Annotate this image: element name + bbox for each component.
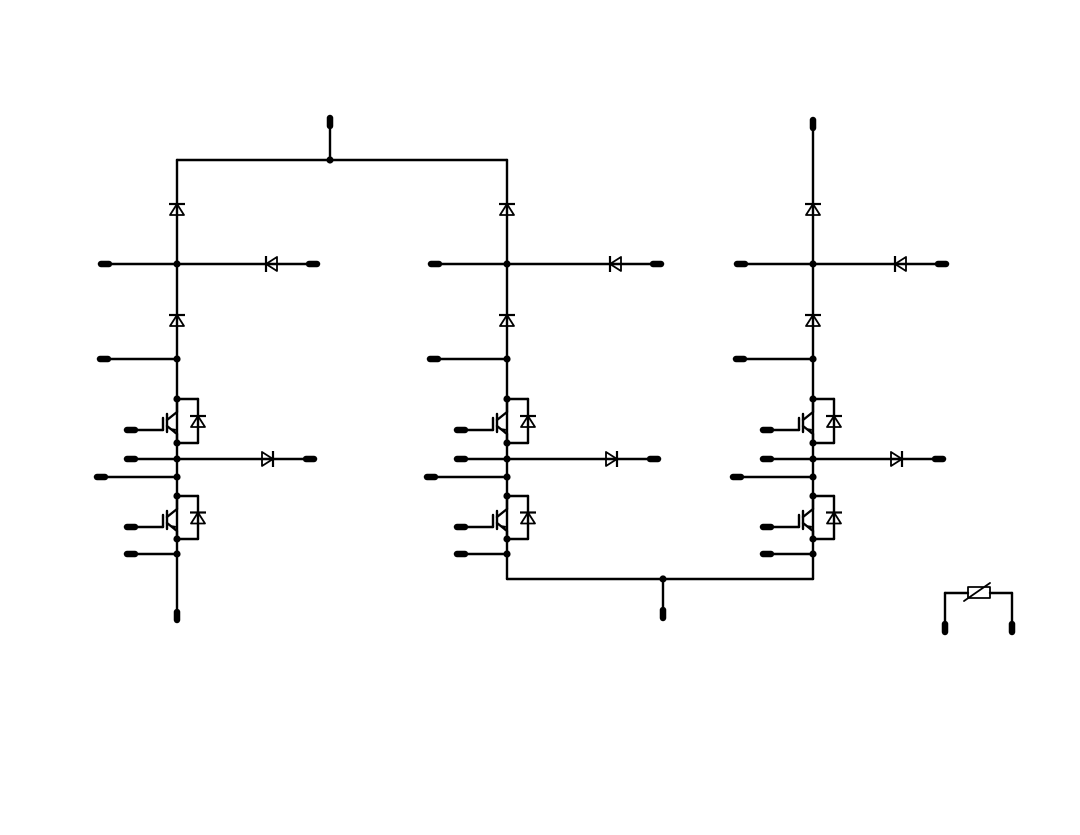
diode-body bbox=[499, 203, 515, 216]
junction-dot bbox=[173, 550, 181, 558]
junction-dot bbox=[173, 260, 181, 268]
junction-dot bbox=[809, 535, 817, 543]
junction-dot bbox=[503, 550, 511, 558]
diode-body bbox=[169, 314, 185, 327]
wires bbox=[173, 114, 817, 624]
diode-body bbox=[190, 415, 206, 428]
thermistor-slash bbox=[963, 582, 991, 602]
diode-body bbox=[605, 451, 618, 467]
diode-body bbox=[826, 511, 842, 525]
junction-dot bbox=[173, 492, 181, 500]
diode-body bbox=[805, 203, 821, 216]
diode-body bbox=[890, 451, 903, 467]
junction-dot bbox=[809, 355, 817, 363]
junction-dot bbox=[173, 535, 181, 543]
diode-body bbox=[826, 415, 842, 428]
phase-leg bbox=[93, 158, 321, 558]
diode-body bbox=[190, 511, 206, 525]
diode-icon bbox=[169, 202, 185, 216]
collector-lead bbox=[495, 410, 509, 422]
diode-icon bbox=[805, 313, 821, 327]
diode-icon bbox=[261, 451, 275, 467]
junction-dot bbox=[503, 260, 511, 268]
phase-legs bbox=[93, 123, 950, 558]
diode-icon bbox=[826, 511, 842, 525]
emitter-arrow bbox=[500, 428, 506, 434]
emitter-arrow bbox=[500, 525, 506, 531]
diode-icon bbox=[893, 256, 907, 272]
diode-body bbox=[520, 511, 536, 525]
diode-icon bbox=[890, 451, 904, 467]
junction-dot bbox=[173, 355, 181, 363]
diode-icon bbox=[608, 256, 622, 272]
junction-dot bbox=[173, 455, 181, 463]
collector-lead bbox=[495, 507, 509, 519]
junction-dot bbox=[503, 473, 511, 481]
diode-icon bbox=[499, 202, 515, 216]
junction-dot bbox=[809, 550, 817, 558]
diode-body bbox=[265, 256, 278, 272]
diode-body bbox=[805, 314, 821, 327]
junction-dot bbox=[809, 260, 817, 268]
diode-body bbox=[261, 451, 274, 467]
diode-body bbox=[520, 415, 536, 428]
diode-icon bbox=[520, 511, 536, 525]
igbt-icon bbox=[759, 492, 842, 543]
junction-dot bbox=[503, 355, 511, 363]
collector-lead bbox=[165, 410, 179, 422]
phase-leg bbox=[423, 158, 665, 558]
junction-dot bbox=[659, 575, 667, 583]
igbt-icon bbox=[759, 395, 842, 447]
emitter-arrow bbox=[170, 525, 176, 531]
junction-dot bbox=[503, 455, 511, 463]
junction-dot bbox=[809, 455, 817, 463]
collector-lead bbox=[801, 410, 815, 422]
junction-dot bbox=[809, 492, 817, 500]
diode-icon bbox=[605, 451, 619, 467]
diode-icon bbox=[264, 256, 278, 272]
junction-dot bbox=[503, 535, 511, 543]
junction-dot bbox=[809, 439, 817, 447]
junction-dot bbox=[503, 395, 511, 403]
collector-lead bbox=[165, 507, 179, 519]
diode-icon bbox=[826, 414, 842, 428]
thermistor-icon bbox=[963, 582, 991, 602]
diode-icon bbox=[169, 313, 185, 327]
junction-dot bbox=[503, 439, 511, 447]
diode-icon bbox=[805, 202, 821, 216]
junction-dot bbox=[326, 156, 334, 164]
igbt-icon bbox=[453, 395, 536, 447]
diode-body bbox=[609, 256, 622, 272]
igbt-icon bbox=[123, 395, 206, 447]
collector-lead bbox=[801, 507, 815, 519]
junction-dot bbox=[503, 492, 511, 500]
junction-dot bbox=[809, 473, 817, 481]
junction-dot bbox=[809, 395, 817, 403]
junction-dot bbox=[173, 439, 181, 447]
emitter-arrow bbox=[170, 428, 176, 434]
diode-body bbox=[169, 203, 185, 216]
diode-icon bbox=[190, 511, 206, 525]
thermistor-body bbox=[967, 586, 991, 599]
diode-icon bbox=[499, 313, 515, 327]
diode-icon bbox=[190, 414, 206, 428]
igbt-icon bbox=[123, 492, 206, 543]
diode-body bbox=[499, 314, 515, 327]
junction-dot bbox=[173, 395, 181, 403]
diode-icon bbox=[520, 414, 536, 428]
junction-dot bbox=[173, 473, 181, 481]
emitter-arrow bbox=[806, 428, 812, 434]
ntc-thermistor bbox=[941, 582, 1016, 636]
phase-leg bbox=[729, 123, 950, 558]
igbt-icon bbox=[453, 492, 536, 543]
emitter-arrow bbox=[806, 525, 812, 531]
diode-body bbox=[894, 256, 907, 272]
